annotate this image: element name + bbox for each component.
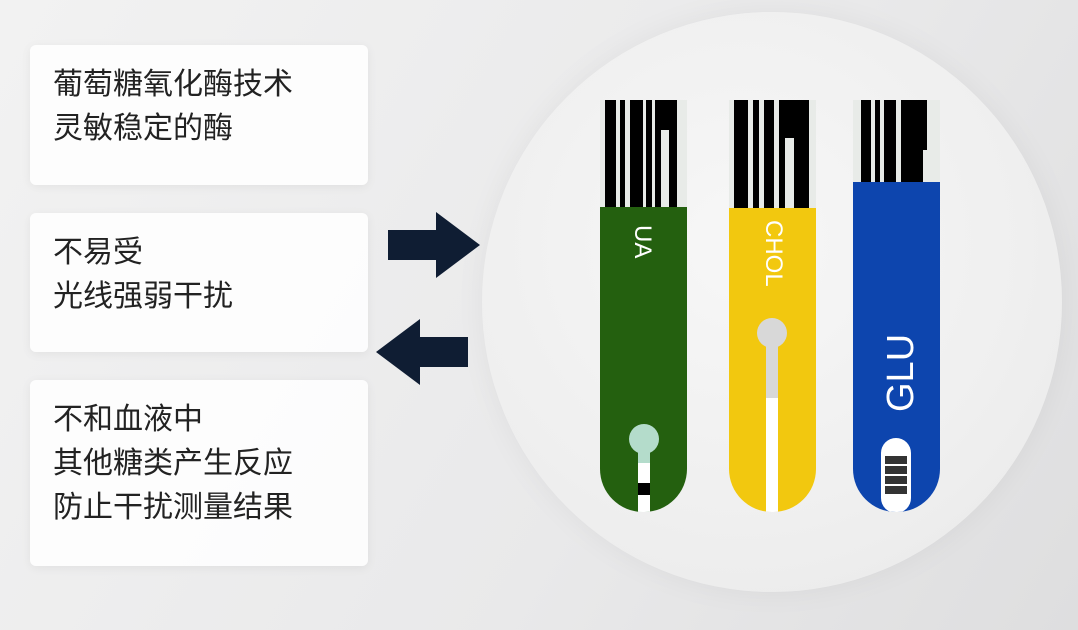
barcode-contacts (729, 100, 816, 210)
sample-channel (757, 318, 787, 512)
feature-line: 不易受 (53, 235, 143, 270)
barcode-contacts (600, 100, 687, 210)
feature-line: 灵敏稳定的酶 (53, 111, 233, 146)
feature-line: 葡萄糖氧化酶技术 (53, 67, 293, 102)
test-strip-ua: UA (600, 100, 687, 512)
arrow-right-icon (388, 212, 480, 278)
barcode-contacts (853, 100, 940, 184)
feature-card-interference: 不和血液中 其他糖类产生反应 防止干扰测量结果 (30, 380, 368, 566)
strip-label: CHOL (760, 220, 787, 287)
feature-card-enzyme: 葡萄糖氧化酶技术 灵敏稳定的酶 (30, 45, 368, 185)
strip-label: UA (629, 225, 656, 259)
test-strip-chol: CHOL (729, 100, 816, 512)
strip-body: CHOL (729, 208, 816, 512)
feature-line: 不和血液中 (53, 402, 203, 437)
test-strip-glu: GLU (853, 100, 940, 512)
arrow-left-icon (376, 319, 468, 385)
feature-line: 光线强弱干扰 (53, 279, 233, 314)
sample-window (881, 438, 911, 512)
feature-line: 其他糖类产生反应 (53, 446, 293, 481)
feature-card-light: 不易受 光线强弱干扰 (30, 213, 368, 352)
strip-body: UA (600, 207, 687, 512)
strip-label: GLU (880, 333, 922, 412)
strip-body: GLU (853, 182, 940, 512)
sample-well (629, 424, 659, 512)
feature-line: 防止干扰测量结果 (53, 490, 293, 525)
